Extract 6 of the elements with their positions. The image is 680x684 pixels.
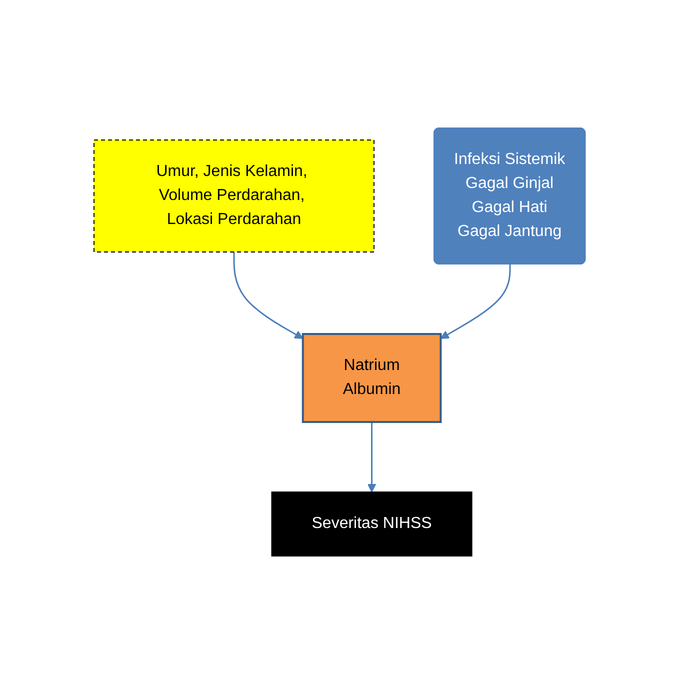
node-box: Severitas NIHSS: [272, 492, 473, 556]
arrow: [234, 252, 304, 339]
node-box: Natrium Albumin: [302, 333, 442, 423]
arrow: [440, 264, 512, 339]
node-box: Umur, Jenis Kelamin, Volume Perdarahan, Lokasi Perdarahan: [94, 140, 375, 252]
arrow: [368, 422, 377, 492]
